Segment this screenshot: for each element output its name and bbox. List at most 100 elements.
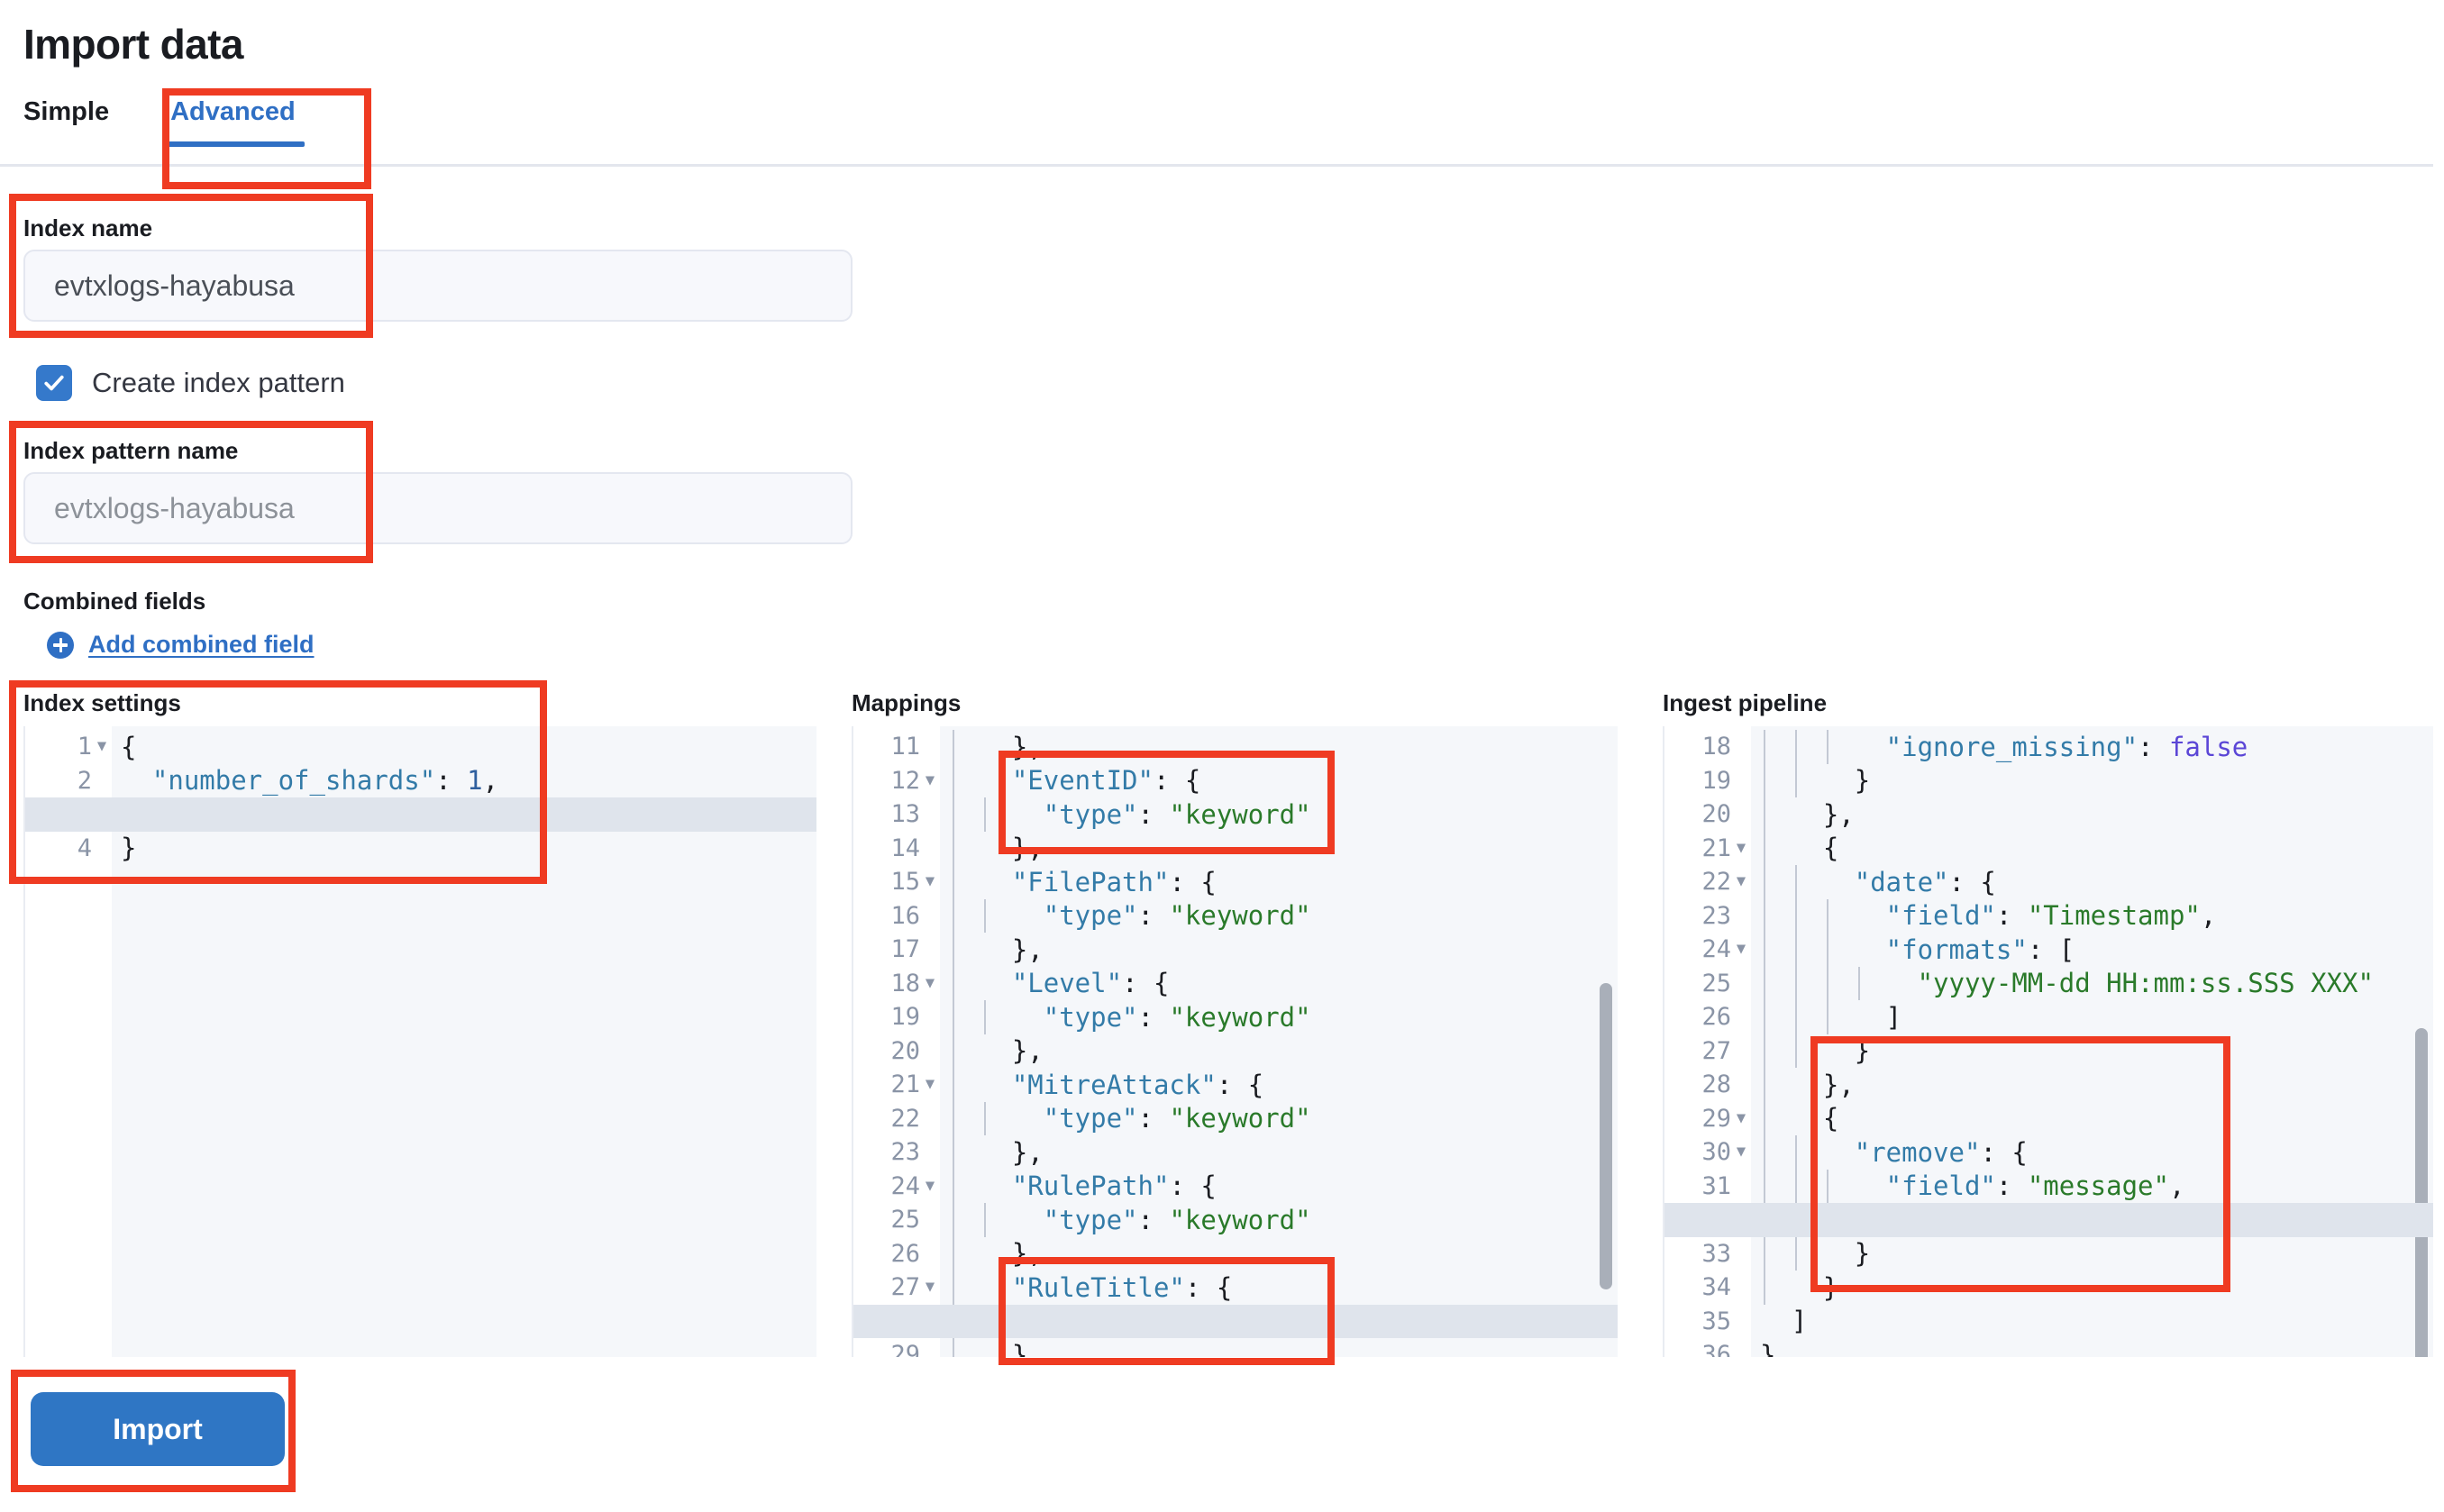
add-combined-field-link[interactable]: Add combined field [47, 631, 315, 659]
ingest-pipeline-code[interactable]: "ignore_missing": false } }, { "date": {… [1751, 726, 2433, 1357]
fold-arrow-icon[interactable]: ▼ [925, 1176, 935, 1195]
index-settings-editor[interactable]: 1▼234 { "number_of_shards": 1, "number_o… [23, 726, 816, 1357]
code-text: "Level": { [949, 968, 1170, 999]
fold-arrow-icon[interactable]: ▼ [1736, 940, 1746, 959]
fold-arrow-icon[interactable]: ▼ [1736, 872, 1746, 891]
code-line[interactable]: "type": "keyword" [940, 1203, 1618, 1237]
code-line[interactable]: "Level": { [940, 967, 1618, 1001]
mappings-scrollbar[interactable] [1600, 983, 1612, 1289]
code-line[interactable]: "field": "Timestamp", [1751, 899, 2433, 934]
code-line[interactable]: { [112, 730, 816, 764]
create-index-pattern-checkbox[interactable] [36, 365, 72, 401]
create-index-pattern-row[interactable]: Create index pattern [36, 365, 345, 401]
line-number: 15 [890, 868, 920, 897]
code-line[interactable]: } [1751, 1338, 2433, 1357]
indent-guide [1764, 730, 1765, 764]
code-line[interactable]: "EventID": { [940, 764, 1618, 798]
code-line[interactable]: }, [940, 1034, 1618, 1069]
code-line[interactable]: "remove": { [1751, 1135, 2433, 1170]
code-line[interactable]: }, [1751, 797, 2433, 832]
code-text: }, [949, 1136, 1044, 1168]
code-line[interactable]: } [1751, 1034, 2433, 1069]
code-line[interactable]: ] [1751, 1000, 2433, 1034]
gutter-line: 23 [853, 1135, 940, 1170]
code-line[interactable]: "formats": [ [1751, 933, 2433, 967]
code-line[interactable]: "number_of_shards": 1, [112, 764, 816, 798]
gutter-line: 27▼ [853, 1271, 940, 1305]
import-button[interactable]: Import [31, 1392, 285, 1466]
index-name-input[interactable]: evtxlogs-hayabusa [23, 250, 853, 322]
code-text: }, [1760, 1069, 1855, 1100]
tab-advanced[interactable]: Advanced [140, 99, 326, 147]
code-line[interactable]: } [1751, 1271, 2433, 1305]
code-line[interactable]: }, [940, 730, 1618, 764]
indent-guide [1795, 1135, 1797, 1170]
code-line[interactable]: { [1751, 832, 2433, 866]
gutter-line: 22 [853, 1102, 940, 1136]
code-line[interactable]: "date": { [1751, 865, 2433, 899]
code-line[interactable]: "MitreAttack": { [940, 1068, 1618, 1102]
tab-simple[interactable]: Simple [23, 97, 110, 126]
ingest-pipeline-scrollbar[interactable] [2415, 1028, 2428, 1357]
line-number: 25 [890, 1206, 920, 1234]
page-title: Import data [23, 21, 243, 68]
ingest-pipeline-gutter: 18192021▼22▼2324▼2526272829▼30▼313233343… [1664, 726, 1751, 1357]
fold-arrow-icon[interactable]: ▼ [925, 1075, 935, 1094]
code-line[interactable]: }, [1751, 1068, 2433, 1102]
code-line[interactable]: }, [940, 832, 1618, 866]
gutter-line: 2 [25, 764, 112, 798]
fold-arrow-icon[interactable]: ▼ [925, 973, 935, 992]
mappings-code[interactable]: }, "EventID": { "type": "keyword" }, "Fi… [940, 726, 1618, 1357]
code-text: "type": "keyword" [949, 1103, 1311, 1134]
code-line[interactable]: } [1751, 764, 2433, 798]
ingest-pipeline-editor[interactable]: 18192021▼22▼2324▼2526272829▼30▼313233343… [1663, 726, 2433, 1357]
fold-arrow-icon[interactable]: ▼ [96, 737, 107, 756]
code-line[interactable]: "type": "keyword" [940, 899, 1618, 934]
index-pattern-name-input[interactable]: evtxlogs-hayabusa [23, 472, 853, 544]
code-line[interactable]: "type": "keyword" [940, 1000, 1618, 1034]
line-number: 25 [1701, 969, 1731, 997]
code-text: "MitreAttack": { [949, 1069, 1264, 1100]
code-text: "field": "message", [1760, 1170, 2185, 1202]
code-text: } [1760, 1339, 1776, 1357]
code-line[interactable]: "yyyy-MM-dd HH:mm:ss.SSS XXX" [1751, 967, 2433, 1001]
line-number: 33 [1701, 1239, 1731, 1268]
gutter-line: 4 [25, 832, 112, 866]
code-line[interactable]: "type": "keyword" [940, 797, 1618, 832]
fold-arrow-icon[interactable]: ▼ [925, 872, 935, 891]
code-line[interactable]: }, [940, 1338, 1618, 1357]
code-line[interactable]: "RulePath": { [940, 1170, 1618, 1204]
fold-arrow-icon[interactable]: ▼ [1736, 1108, 1746, 1127]
code-text: "remove": { [1760, 1136, 2028, 1168]
indent-guide [1795, 865, 1797, 899]
code-line[interactable]: }, [940, 1237, 1618, 1271]
indent-guide [1764, 831, 1765, 865]
code-line[interactable]: } [1751, 1237, 2433, 1271]
line-number: 11 [890, 733, 920, 761]
fold-arrow-icon[interactable]: ▼ [925, 770, 935, 789]
fold-arrow-icon[interactable]: ▼ [925, 1278, 935, 1297]
code-text: ] [1760, 1306, 1808, 1337]
code-text: "RulePath": { [949, 1170, 1217, 1202]
line-number: 28 [1701, 1070, 1731, 1099]
code-line[interactable]: "RuleTitle": { [940, 1271, 1618, 1305]
code-line[interactable]: "type": "keyword" [940, 1102, 1618, 1136]
gutter-line: 28 [1664, 1068, 1751, 1102]
code-line[interactable]: "FilePath": { [940, 865, 1618, 899]
code-line[interactable]: ] [1751, 1305, 2433, 1339]
line-number: 20 [1701, 800, 1731, 829]
gutter-line: 31 [1664, 1170, 1751, 1204]
code-line[interactable]: }, [940, 1135, 1618, 1170]
line-number: 21 [890, 1070, 920, 1099]
code-line[interactable]: "field": "message", [1751, 1170, 2433, 1204]
fold-arrow-icon[interactable]: ▼ [1736, 1143, 1746, 1161]
fold-arrow-icon[interactable]: ▼ [1736, 838, 1746, 857]
code-line[interactable]: }, [940, 933, 1618, 967]
code-line[interactable]: { [1751, 1102, 2433, 1136]
code-line[interactable]: } [112, 832, 816, 866]
indent-guide [984, 1101, 986, 1135]
gutter-line: 18 [1664, 730, 1751, 764]
code-line[interactable]: "ignore_missing": false [1751, 730, 2433, 764]
indent-guide [1764, 797, 1765, 832]
